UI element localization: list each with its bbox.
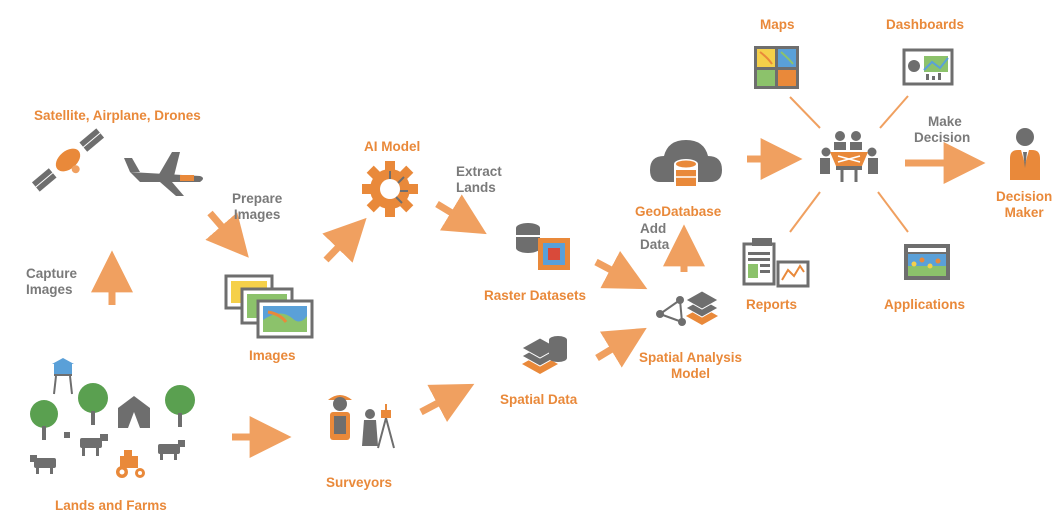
ai-gear-icon bbox=[362, 161, 418, 217]
farm-icon bbox=[30, 358, 195, 478]
arrow-to-raster bbox=[435, 194, 487, 235]
meeting-connectors bbox=[789, 95, 909, 233]
report-icon bbox=[742, 238, 810, 288]
satellite-label: Satellite, Airplane, Drones bbox=[34, 108, 201, 123]
maps-label: Maps bbox=[760, 17, 795, 32]
arrow-to-ai-model bbox=[322, 217, 367, 263]
decision-maker-line2: Maker bbox=[1004, 205, 1044, 220]
airplane-icon bbox=[124, 152, 203, 196]
application-icon bbox=[904, 244, 950, 280]
surveyor-icon bbox=[328, 395, 395, 449]
make-decision-line2: Decision bbox=[914, 130, 971, 145]
decision-maker-line1: Decision bbox=[996, 189, 1053, 204]
geodatabase-label: GeoDatabase bbox=[635, 204, 722, 219]
arrow-spatial-to-analysis bbox=[595, 327, 647, 368]
spatial-data-icon bbox=[520, 336, 567, 374]
surveyors-label: Surveyors bbox=[326, 475, 393, 490]
extract-lands-label: Extract Lands bbox=[456, 164, 502, 196]
make-decision-label: Make Decision bbox=[914, 114, 970, 146]
lands-and-farms-label: Lands and Farms bbox=[55, 498, 167, 513]
add-data-line1: Add bbox=[640, 221, 667, 236]
reports-label: Reports bbox=[746, 297, 798, 312]
meeting-table-icon bbox=[820, 131, 878, 182]
raster-dataset-icon bbox=[516, 223, 570, 270]
extract-line1: Extract bbox=[456, 164, 502, 179]
cloud-database-icon bbox=[650, 140, 722, 193]
prepare-images-label: Prepare Images bbox=[232, 191, 282, 223]
dashboards-label: Dashboards bbox=[886, 17, 965, 32]
spatial-analysis-line1: Spatial Analysis bbox=[639, 350, 743, 365]
add-data-label: Add Data bbox=[640, 221, 669, 253]
capture-line1: Capture bbox=[26, 266, 78, 281]
decision-maker-label: Decision Maker bbox=[996, 189, 1052, 221]
arrow-surveyors-to-spatial bbox=[419, 383, 475, 423]
ai-model-label: AI Model bbox=[364, 139, 421, 154]
arrow-to-images bbox=[205, 210, 249, 258]
satellite-icon bbox=[31, 128, 105, 192]
prepare-line2: Images bbox=[233, 207, 281, 222]
spatial-analysis-label: Spatial Analysis Model bbox=[639, 350, 742, 382]
spatial-analysis-line2: Model bbox=[671, 366, 711, 381]
decision-maker-icon bbox=[1010, 128, 1040, 180]
image-stack-icon bbox=[224, 274, 314, 339]
raster-datasets-label: Raster Datasets bbox=[484, 288, 587, 303]
dashboard-icon bbox=[902, 48, 954, 86]
capture-images-label: Capture Images bbox=[26, 266, 77, 298]
arrow-raster-to-analysis bbox=[594, 250, 648, 290]
images-label: Images bbox=[249, 348, 296, 363]
add-data-line2: Data bbox=[640, 237, 670, 252]
extract-line2: Lands bbox=[456, 180, 496, 195]
capture-line2: Images bbox=[26, 282, 73, 297]
make-decision-line1: Make bbox=[928, 114, 962, 129]
prepare-line1: Prepare bbox=[232, 191, 283, 206]
spatial-analysis-icon bbox=[656, 290, 720, 326]
spatial-data-label: Spatial Data bbox=[500, 392, 578, 407]
applications-label: Applications bbox=[884, 297, 966, 312]
map-icon bbox=[754, 46, 799, 89]
flow-arrows bbox=[91, 138, 986, 458]
